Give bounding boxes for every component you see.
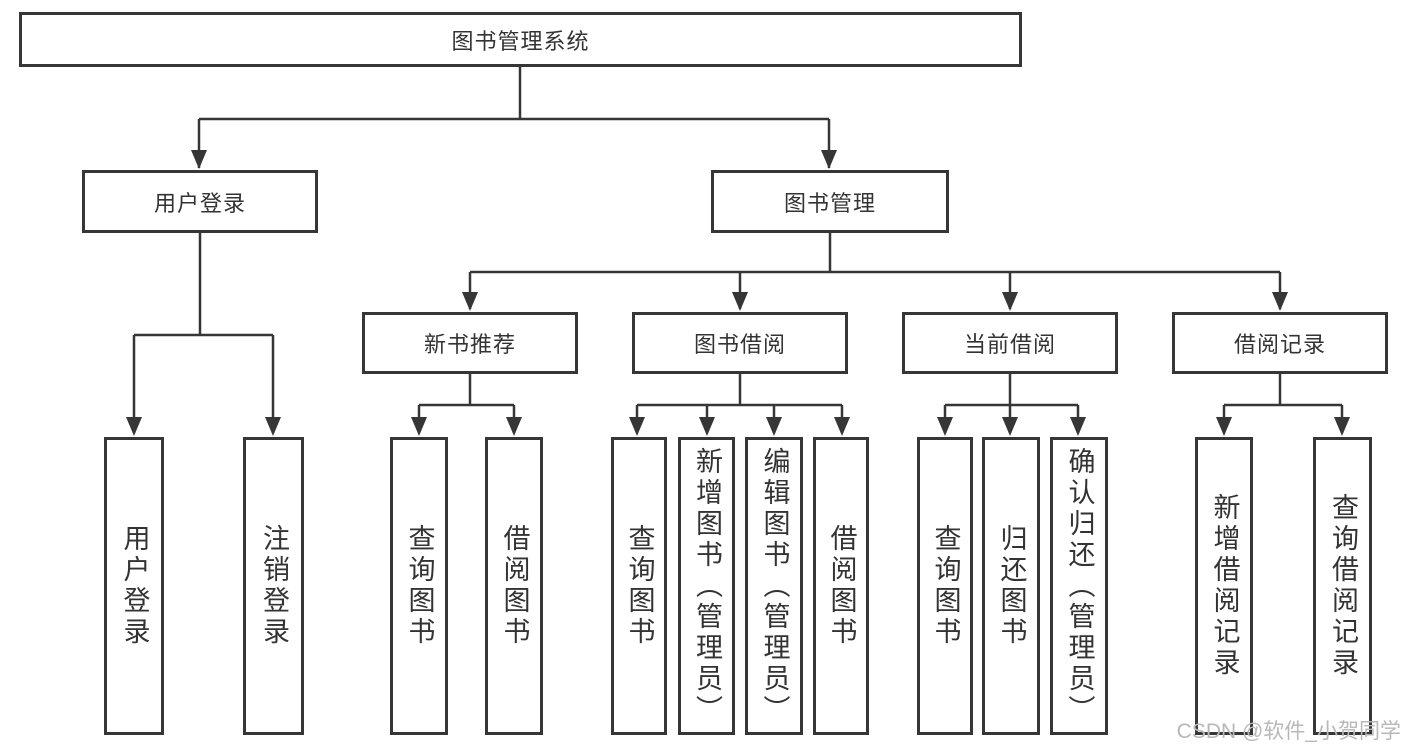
node-label: 借阅记录 xyxy=(1233,332,1326,357)
leaf-logout: 注销登录 xyxy=(243,437,304,735)
node-label: 新书推荐 xyxy=(423,332,516,357)
leaf-borrow-books-1: 借阅图书 xyxy=(485,437,543,735)
node-borrow-records: 借阅记录 xyxy=(1172,312,1388,374)
node-root-system: 图书管理系统 xyxy=(19,12,1022,67)
node-label: 确认归还（管理员） xyxy=(1064,446,1095,726)
leaf-query-borrow-record: 查询借阅记录 xyxy=(1313,437,1372,735)
node-label: 用户登录 xyxy=(153,190,246,216)
node-book-borrow: 图书借阅 xyxy=(632,312,848,374)
node-label: 用户登录 xyxy=(119,524,150,648)
node-user-login: 用户登录 xyxy=(82,170,318,233)
leaf-add-borrow-record: 新增借阅记录 xyxy=(1195,437,1253,735)
node-label: 注销登录 xyxy=(259,524,289,648)
leaf-borrow-books-2: 借阅图书 xyxy=(813,437,869,735)
node-label: 当前借阅 xyxy=(963,332,1056,357)
leaf-confirm-return-admin: 确认归还（管理员） xyxy=(1050,437,1108,735)
arrowheads xyxy=(126,150,1350,436)
node-label: 新增图书（管理员） xyxy=(692,446,722,726)
csdn-watermark: CSDN @软件_小贺同学 xyxy=(1176,720,1401,743)
leaf-edit-books-admin: 编辑图书（管理员） xyxy=(745,437,803,735)
leaf-return-books: 归还图书 xyxy=(982,437,1040,735)
node-label: 查询借阅记录 xyxy=(1328,493,1358,679)
node-label: 图书管理系统 xyxy=(451,28,590,54)
leaf-user-login: 用户登录 xyxy=(104,437,164,735)
leaf-query-books-3: 查询图书 xyxy=(917,437,973,735)
connector-lines xyxy=(132,67,1344,433)
node-label: 查询图书 xyxy=(404,524,435,648)
node-label: 图书借阅 xyxy=(693,332,786,357)
node-label: 查询图书 xyxy=(930,524,961,648)
leaf-add-books-admin: 新增图书（管理员） xyxy=(678,437,735,735)
node-book-management: 图书管理 xyxy=(711,170,949,233)
node-label: 编辑图书（管理员） xyxy=(759,446,790,726)
node-current-borrow: 当前借阅 xyxy=(902,312,1118,374)
node-label: 查询图书 xyxy=(624,524,655,648)
node-label: 借阅图书 xyxy=(826,524,857,648)
node-label: 新增借阅记录 xyxy=(1209,493,1240,679)
node-label: 借阅图书 xyxy=(499,524,530,648)
node-label: 归还图书 xyxy=(996,524,1027,648)
leaf-query-books-2: 查询图书 xyxy=(611,437,667,735)
leaf-query-books-1: 查询图书 xyxy=(390,437,448,735)
node-label: 图书管理 xyxy=(783,190,876,216)
node-new-book-recommend: 新书推荐 xyxy=(362,312,578,374)
